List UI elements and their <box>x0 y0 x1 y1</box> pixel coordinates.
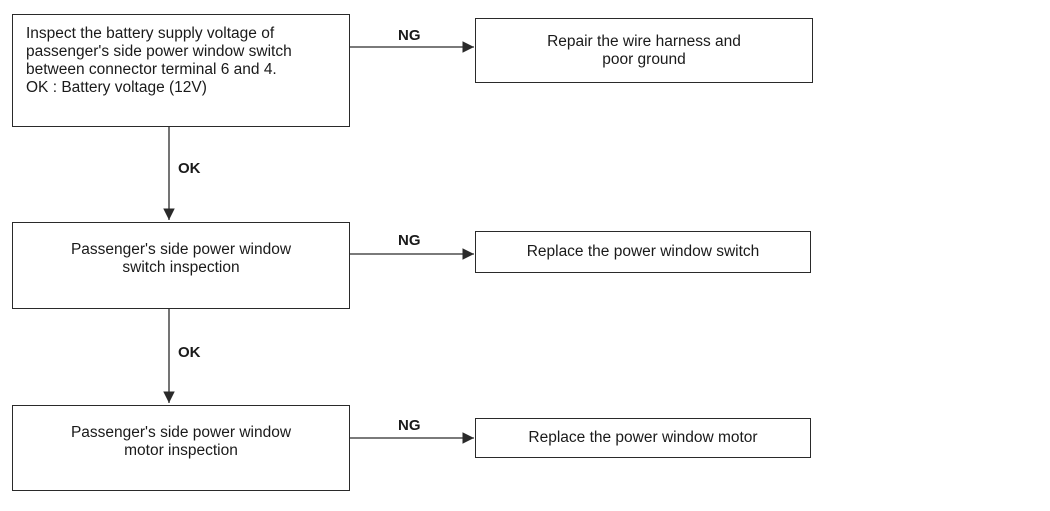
step-text-line: switch inspection <box>122 258 240 276</box>
result-replace-motor: Replace the power window motor <box>475 418 811 458</box>
step-text-line: Passenger's side power window <box>70 424 292 441</box>
result-text-line: Repair the wire harness and <box>547 32 741 50</box>
step-switch-inspection: Passenger's side power window switch ins… <box>12 222 350 309</box>
result-text-line: poor ground <box>602 50 686 68</box>
ng-label-1: NG <box>398 27 421 44</box>
step-battery-voltage-inspection: Inspect the battery supply voltage of pa… <box>12 14 350 127</box>
result-text-line: Replace the power window motor <box>528 429 758 446</box>
result-text-line: Replace the power window switch <box>526 243 760 260</box>
step-text-line: passenger's side power window switch <box>26 43 292 60</box>
step-text-line: Inspect the battery supply voltage of <box>26 25 275 42</box>
result-replace-switch: Replace the power window switch <box>475 231 811 273</box>
step-motor-inspection: Passenger's side power window motor insp… <box>12 405 350 491</box>
ng-label-2: NG <box>398 232 421 249</box>
step-text-line: OK : Battery voltage (12V) <box>26 79 207 96</box>
step-text-line: motor inspection <box>124 442 238 459</box>
ok-label-2: OK <box>178 344 201 361</box>
step-text-line: Passenger's side power window <box>70 240 292 258</box>
ok-label-1: OK <box>178 160 201 177</box>
result-repair-harness: Repair the wire harness and poor ground <box>475 18 813 83</box>
step-text-line: between connector terminal 6 and 4. <box>26 61 277 78</box>
ng-label-3: NG <box>398 417 421 434</box>
